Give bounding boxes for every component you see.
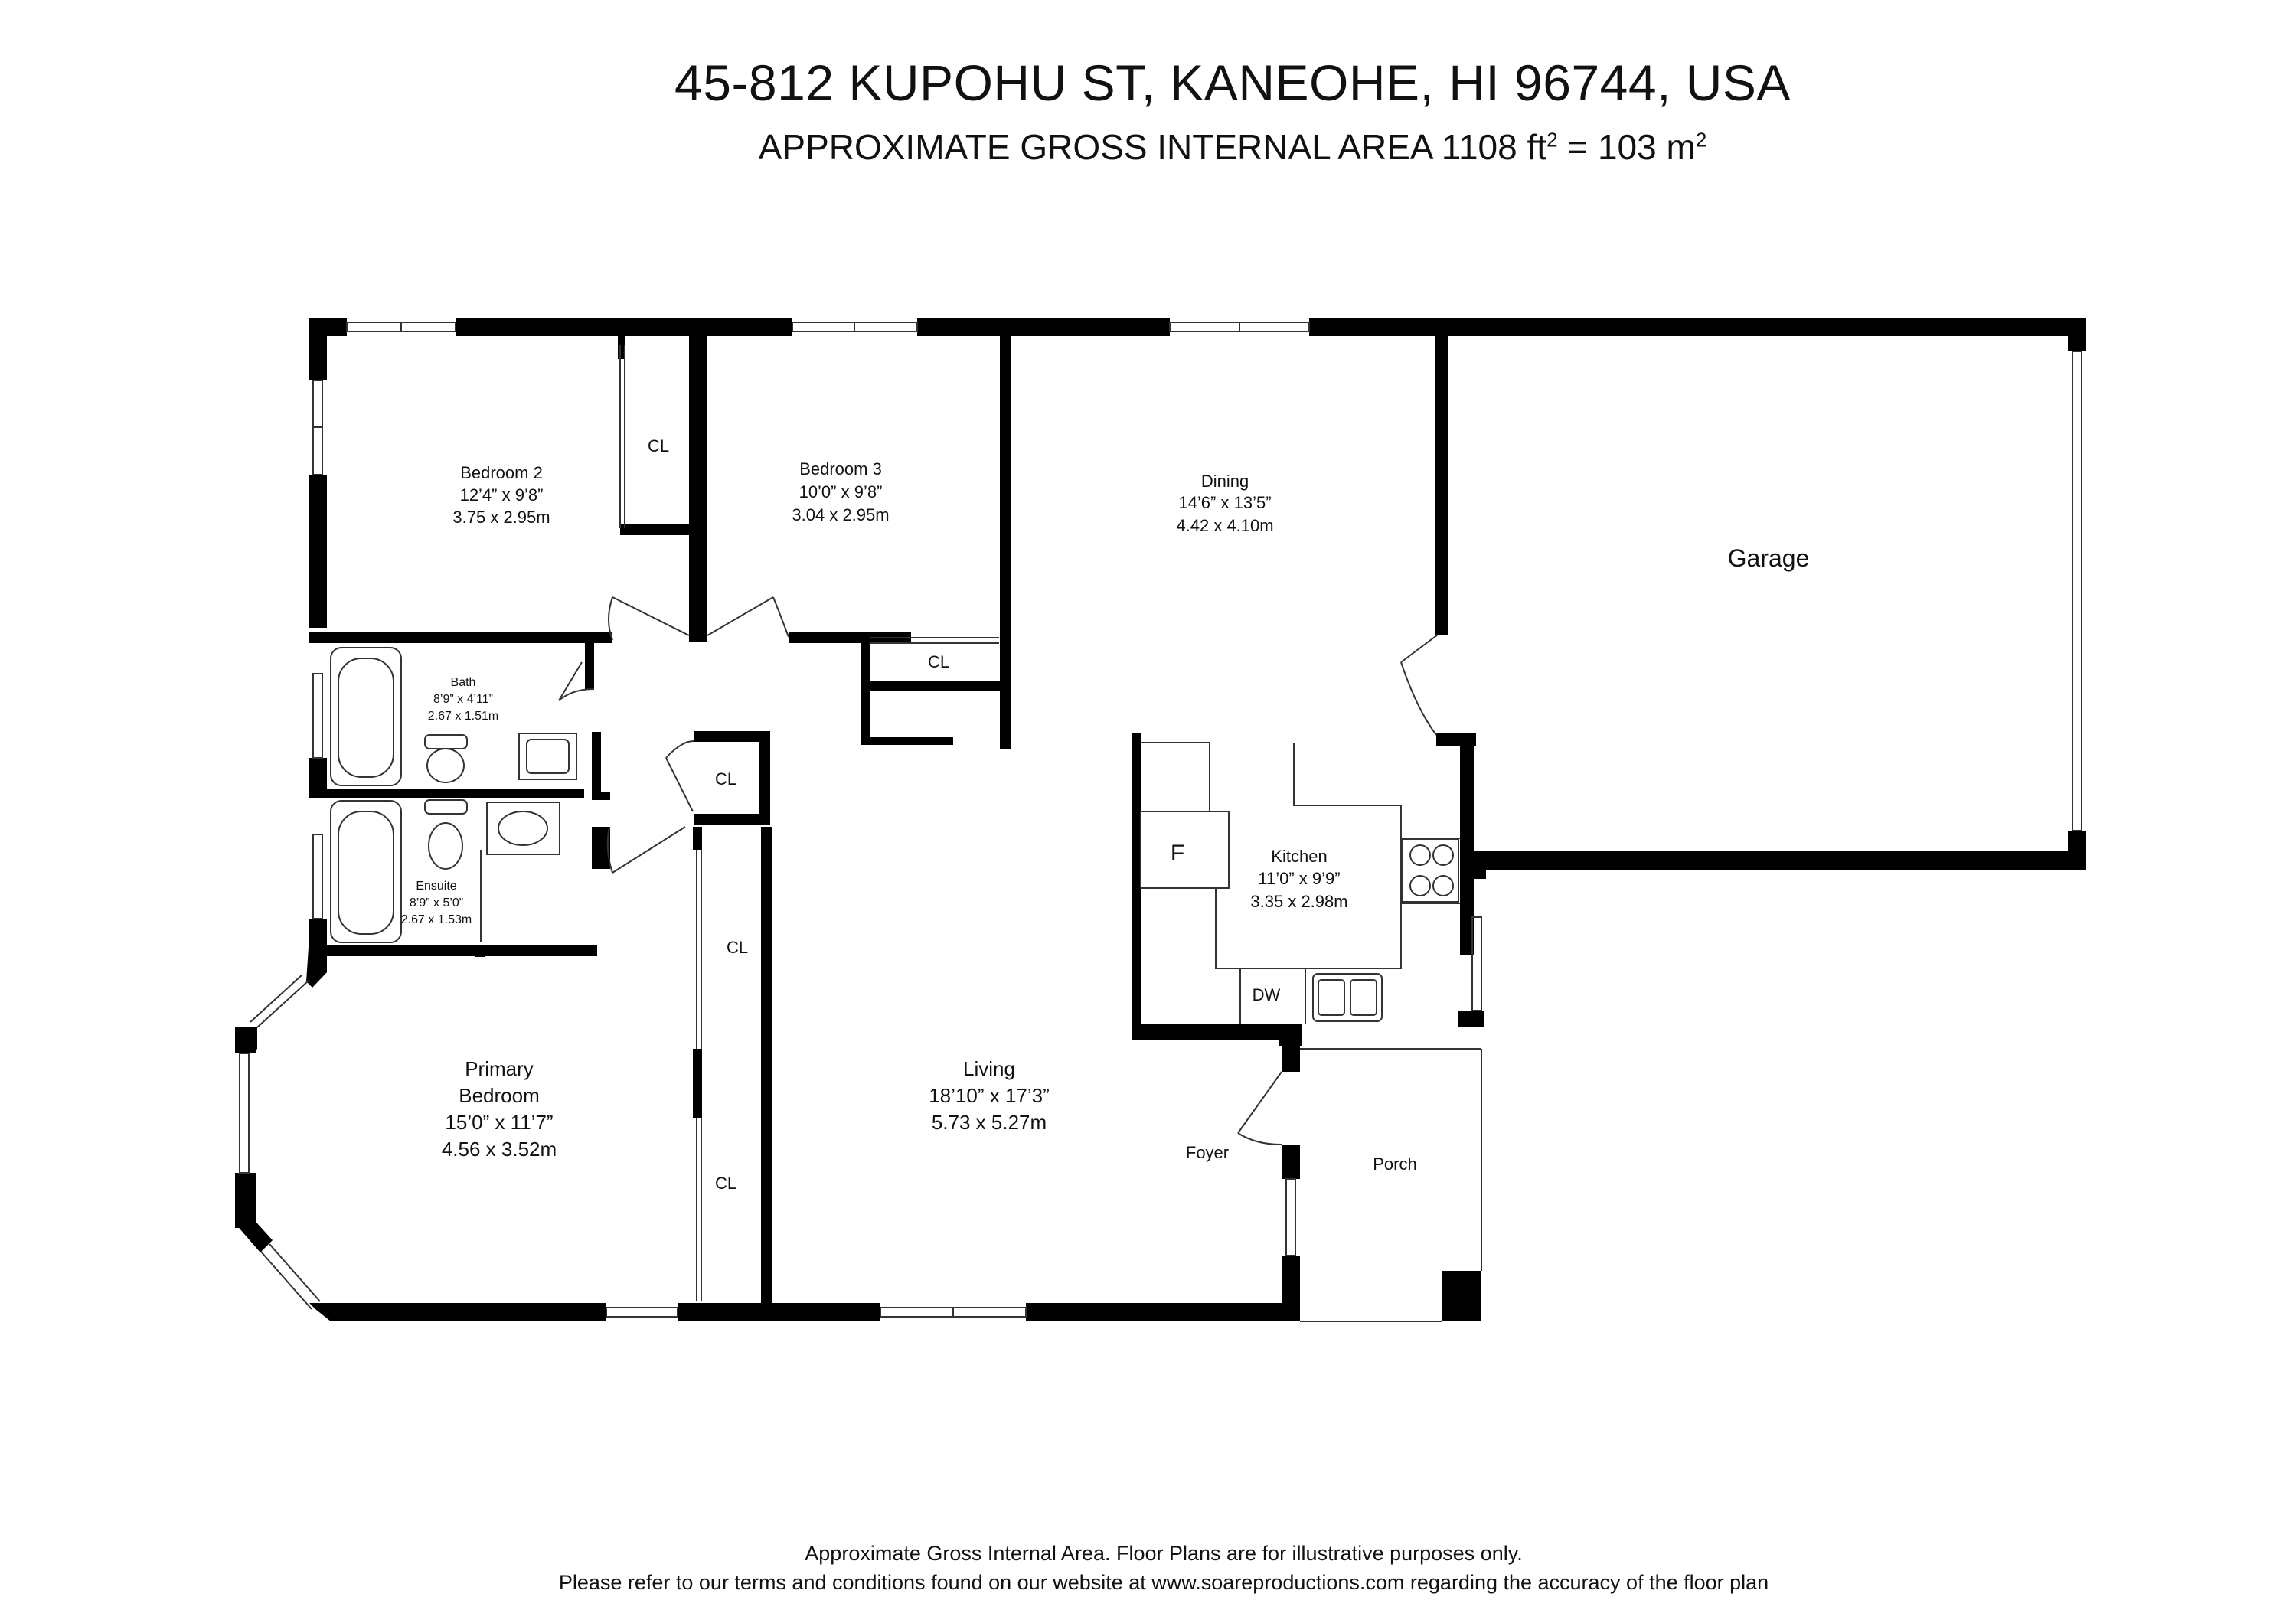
room-dimensions-imperial: 10’0” x 9’8” — [799, 482, 883, 501]
room-dimensions-imperial: 11’0” x 9’9” — [1258, 869, 1340, 888]
thin-lines — [239, 322, 2082, 1322]
room-dimensions-imperial: 18’10” x 17’3” — [929, 1084, 1050, 1107]
room-name: Bedroom — [459, 1084, 540, 1107]
room-name: Porch — [1373, 1154, 1416, 1174]
window — [312, 834, 323, 919]
room-name: Bath — [451, 676, 476, 689]
kitchen-sink — [1312, 973, 1383, 1022]
room-name: Living — [963, 1057, 1015, 1080]
plan-disclaimer: Approximate Gross Internal Area. Floor P… — [0, 1539, 2296, 1597]
area-sq-m: 2 — [1695, 128, 1707, 152]
window — [606, 1307, 678, 1318]
walls — [235, 318, 2086, 1321]
room-dimensions-imperial: 15’0” x 11’7” — [445, 1111, 553, 1134]
room-dimensions-imperial: 8’9” x 5’0” — [410, 896, 463, 909]
disclaimer-line-1: Approximate Gross Internal Area. Floor P… — [805, 1542, 1523, 1565]
room-name: Foyer — [1186, 1143, 1229, 1162]
stove — [1402, 838, 1459, 903]
disclaimer-line-2: Please refer to our terms and conditions… — [558, 1571, 1769, 1594]
window — [312, 673, 323, 759]
vanity-sink — [486, 802, 560, 855]
area-imperial: APPROXIMATE GROSS INTERNAL AREA 1108 ft — [758, 127, 1547, 167]
plan-area-subtitle: APPROXIMATE GROSS INTERNAL AREA 1108 ft2… — [0, 126, 2296, 168]
dishwasher-label: DW — [1253, 985, 1281, 1004]
room-name: Dining — [1201, 472, 1249, 491]
area-metric: = 103 m — [1557, 127, 1696, 167]
closet-label: CL — [727, 938, 748, 957]
toilet — [424, 734, 468, 749]
room-name: Kitchen — [1271, 847, 1327, 866]
room-dimensions-metric: 5.73 x 5.27m — [932, 1111, 1047, 1134]
room-name: Bedroom 2 — [460, 463, 543, 482]
room-dimensions-metric: 3.04 x 2.95m — [792, 505, 889, 524]
room-dimensions-imperial: 8’9” x 4’11” — [433, 693, 493, 706]
room-name: Ensuite — [416, 880, 456, 893]
bathtub — [330, 800, 402, 943]
plan-address-title: 45-812 KUPOHU ST, KANEOHE, HI 96744, USA — [674, 54, 1791, 111]
closet-label: CL — [648, 436, 669, 456]
toilet — [424, 799, 468, 815]
window — [1471, 916, 1482, 1011]
area-sq-ft: 2 — [1546, 128, 1558, 152]
room-dimensions-metric: 4.56 x 3.52m — [442, 1138, 557, 1161]
room-dimensions-metric: 2.67 x 1.53m — [401, 913, 472, 926]
fridge-label: F — [1171, 841, 1184, 866]
room-dimensions-metric: 4.42 x 4.10m — [1176, 516, 1273, 535]
room-name: Primary — [465, 1057, 534, 1080]
closet-label: CL — [928, 652, 949, 671]
room-name: Garage — [1728, 544, 1810, 572]
closet-label: CL — [715, 769, 736, 789]
room-dimensions-metric: 2.67 x 1.51m — [428, 710, 499, 723]
room-labels: Bedroom 2 12’4” x 9’8” 3.75 x 2.95m Bedr… — [401, 436, 1810, 1193]
room-dimensions-metric: 3.35 x 2.98m — [1250, 892, 1347, 911]
bathtub — [330, 647, 402, 786]
garage-door — [2072, 351, 2082, 831]
window — [239, 1053, 250, 1174]
closet-label: CL — [715, 1174, 736, 1193]
room-dimensions-imperial: 12’4” x 9’8” — [460, 485, 544, 505]
window — [1285, 1178, 1296, 1256]
room-dimensions-metric: 3.75 x 2.95m — [452, 508, 550, 527]
room-dimensions-imperial: 14’6” x 13’5” — [1178, 493, 1271, 512]
vanity-sink — [518, 733, 577, 780]
room-name: Bedroom 3 — [799, 459, 882, 478]
